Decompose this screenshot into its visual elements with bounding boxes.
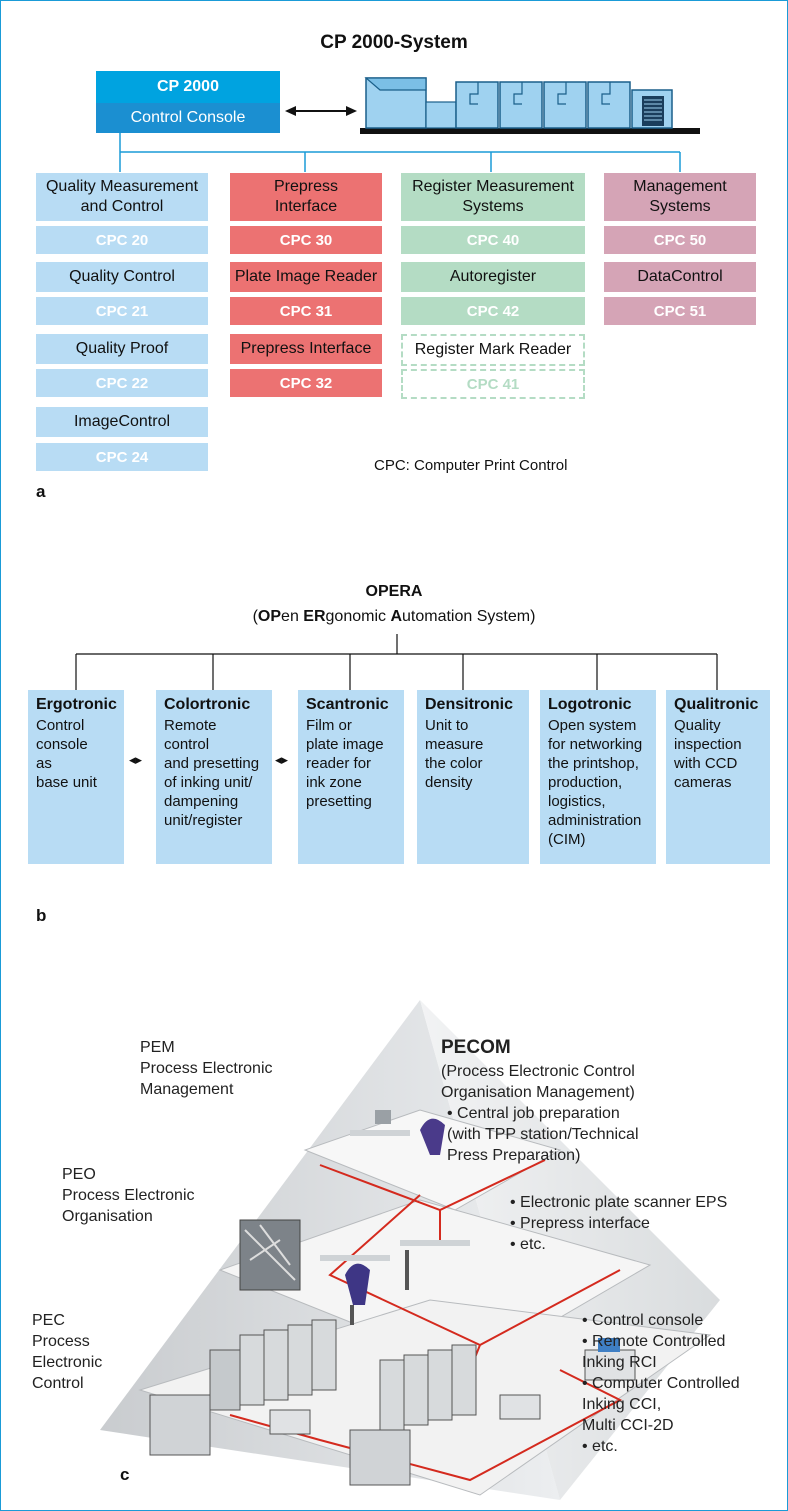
cpc-box-name: Prepress Interface [230,334,382,364]
cpc-box-code: CPC 50 [604,226,756,254]
opera-box-title: Qualitronic [674,696,759,713]
opera-box-scantronic: Scantronic Film or plate image reader fo… [298,690,404,864]
double-arrow-icon: ◂▸ [275,752,289,767]
opera-title: OPERA [365,583,423,600]
bullet-item: • Central job preparation (with TPP stat… [447,1105,639,1164]
cpc-box-name: DataControl [604,262,756,292]
panel-label-c: c [120,1465,130,1484]
cp2000-title: CP 2000-System [320,32,468,53]
cpc-box-code: CPC 31 [230,297,382,325]
pecom-title: PECOM [441,1037,511,1058]
opera-box-logotronic: Logotronic Open system for networking th… [540,690,656,864]
cpc-box-code: CPC 22 [36,369,208,397]
opera-box-title: Ergotronic [36,696,117,713]
console-bottom-label: Control Console [96,103,280,133]
cpc-box-code: CPC 30 [230,226,382,254]
opera-box-title: Logotronic [548,696,632,713]
bullet-item: • Electronic plate scanner EPS [510,1194,728,1211]
bullet-item: • etc. [510,1236,546,1253]
pecom-bullets: • Central job preparation (with TPP stat… [447,1103,639,1166]
opera-box-densitronic: Densitronic Unit to measure the color de… [417,690,529,864]
opera-subtitle: (OPen ERgonomic Automation System) [252,608,536,625]
opera-box-title: Densitronic [425,696,514,713]
cpc-box-name: Prepress Interface [230,173,382,221]
cpc-box-name: Autoregister [401,262,585,292]
bullet-item: • Prepress interface [510,1215,650,1232]
opera-box-title: Scantronic [306,696,389,713]
printing-press-illustration [360,77,700,134]
cpc-box-code: CPC 24 [36,443,208,471]
cpc-box-name: Register Measurement Systems [401,173,585,221]
cpc-box-code: CPC 32 [230,369,382,397]
pec-bullets: • Control console • Remote Controlled In… [582,1310,740,1457]
opera-box-desc: Unit to measure the color density [425,717,484,791]
opera-box-desc: Quality inspection with CCD cameras [674,717,742,791]
cpc-box-code-dashed: CPC 41 [401,369,585,399]
cpc-box-name: ImageControl [36,407,208,437]
opera-box-qualitronic: Qualitronic Quality inspection with CCD … [666,690,770,864]
cpc-box-name-dashed: Register Mark Reader [401,334,585,366]
cpc-box-code: CPC 42 [401,297,585,325]
bullet-item: • Computer Controlled Inking CCI, Multi … [582,1375,740,1434]
pecom-subtitle: (Process Electronic Control Organisation… [441,1063,635,1101]
cpc-box-code: CPC 51 [604,297,756,325]
peo-label: PEO Process Electronic Organisation [62,1166,195,1225]
opera-box-desc: Remote control and presetting of inking … [164,717,260,829]
cpc-legend-note: CPC: Computer Print Control [374,457,568,474]
opera-box-colortronic: Colortronic Remote control and presettin… [156,690,272,864]
bullet-item: • etc. [582,1438,618,1455]
opera-box-desc: Film or plate image reader for ink zone … [306,717,384,810]
bullet-item: • Control console [582,1312,704,1329]
arrow-head-right [346,106,357,116]
control-console-box: CP 2000 Control Console [96,71,280,133]
cpc-box-name: Quality Proof [36,334,208,364]
double-arrow-icon: ◂▸ [129,752,143,767]
cpc-box-name: Plate Image Reader [230,262,382,292]
cpc-box-name: Quality Control [36,262,208,292]
pem-label: PEM Process Electronic Management [140,1039,273,1098]
peo-bullets: • Electronic plate scanner EPS • Prepres… [510,1192,727,1255]
cpc-box-name: Management Systems [604,173,756,221]
console-top-label: CP 2000 [96,71,280,103]
panel-label-a: a [36,482,46,501]
cpc-box-name: Quality Measurement and Control [36,173,208,221]
bullet-item: • Remote Controlled Inking RCI [582,1333,726,1371]
panel-label-b: b [36,906,47,925]
cpc-box-code: CPC 21 [36,297,208,325]
cpc-box-code: CPC 40 [401,226,585,254]
cpc-box-code: CPC 20 [36,226,208,254]
pec-label: PEC Process Electronic Control [32,1312,103,1392]
opera-box-ergotronic: Ergotronic Control console as base unit [28,690,124,864]
opera-box-title: Colortronic [164,696,251,713]
arrow-head-left [285,106,296,116]
opera-box-desc: Open system for networking the printshop… [548,717,643,848]
opera-box-desc: Control console as base unit [36,717,97,791]
opera-connectors [75,634,718,690]
cp2000-connectors [119,106,681,172]
